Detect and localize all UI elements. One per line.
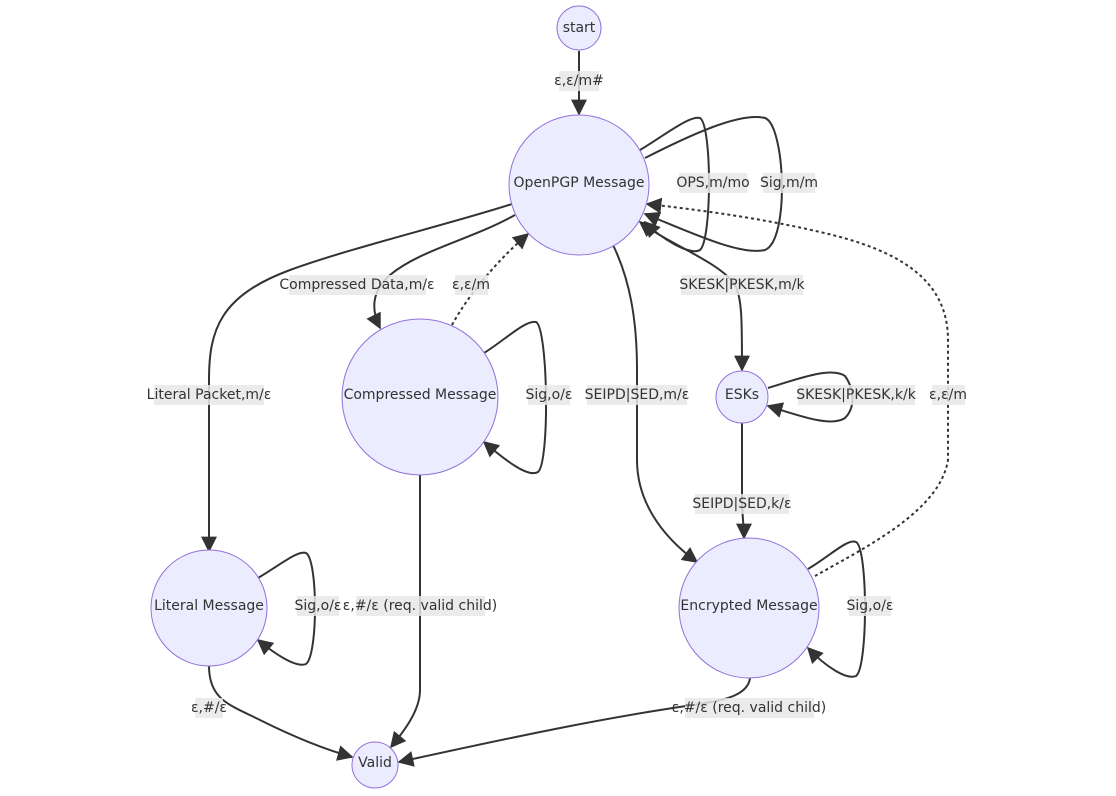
nodes: start OpenPGP Message Compressed Message… xyxy=(150,5,820,789)
edge-literal-valid xyxy=(208,665,354,761)
edge-seipd-sed xyxy=(612,244,699,563)
state-openpgp-message: OpenPGP Message xyxy=(508,114,650,256)
label-literal-sig: Sig,o/ε xyxy=(295,598,342,614)
label-literal-packet: Literal Packet,m/ε xyxy=(147,387,272,403)
edge-compressed-return xyxy=(451,232,530,326)
edge-labels: ε,ε/m# OPS,m/mo Sig,m/m Compressed Data,… xyxy=(147,71,967,718)
state-start-label: start xyxy=(563,20,596,36)
label-skesk-pkesk: SKESK|PKESK,m/k xyxy=(679,277,805,293)
state-start: start xyxy=(556,5,602,51)
edge-skesk-pkesk xyxy=(638,221,750,372)
edge-encrypted-return xyxy=(645,197,949,577)
label-esks-loop: SKESK|PKESK,k/k xyxy=(796,387,917,403)
state-valid-label: Valid xyxy=(358,755,392,771)
label-start-openpgp: ε,ε/m# xyxy=(554,73,604,89)
state-esks: ESKs xyxy=(715,370,769,424)
state-compressed-message-label: Compressed Message xyxy=(344,387,497,403)
state-valid: Valid xyxy=(351,741,399,789)
label-sig-loop: Sig,m/m xyxy=(760,175,818,191)
edge-encrypted-valid xyxy=(397,677,751,767)
state-openpgp-message-label: OpenPGP Message xyxy=(514,175,645,191)
state-compressed-message: Compressed Message xyxy=(341,318,499,476)
state-esks-label: ESKs xyxy=(725,387,759,403)
edge-compressed-valid xyxy=(389,475,421,749)
label-encrypted-return: ε,ε/m xyxy=(929,387,967,403)
state-encrypted-message: Encrypted Message xyxy=(678,537,820,679)
edge-literal-packet xyxy=(201,203,513,553)
label-seipd-sed: SEIPD|SED,m/ε xyxy=(585,387,690,403)
label-literal-valid: ε,#/ε xyxy=(191,700,227,716)
edge-esks-seipd xyxy=(735,422,752,540)
label-encrypted-sig: Sig,o/ε xyxy=(847,598,894,614)
state-literal-message-label: Literal Message xyxy=(154,598,264,614)
state-literal-message: Literal Message xyxy=(150,549,268,667)
label-compressed-valid: ε,#/ε (req. valid child) xyxy=(343,598,497,614)
label-esks-seipd: SEIPD|SED,k/ε xyxy=(692,496,791,512)
label-compressed-return: ε,ε/m xyxy=(452,277,490,293)
label-ops-loop: OPS,m/mo xyxy=(676,175,749,191)
label-encrypted-valid: ε,#/ε (req. valid child) xyxy=(672,700,826,716)
label-compressed-data: Compressed Data,m/ε xyxy=(279,277,434,293)
state-encrypted-message-label: Encrypted Message xyxy=(680,598,817,614)
label-compressed-sig: Sig,o/ε xyxy=(526,387,573,403)
edge-compressed-data xyxy=(366,214,516,330)
